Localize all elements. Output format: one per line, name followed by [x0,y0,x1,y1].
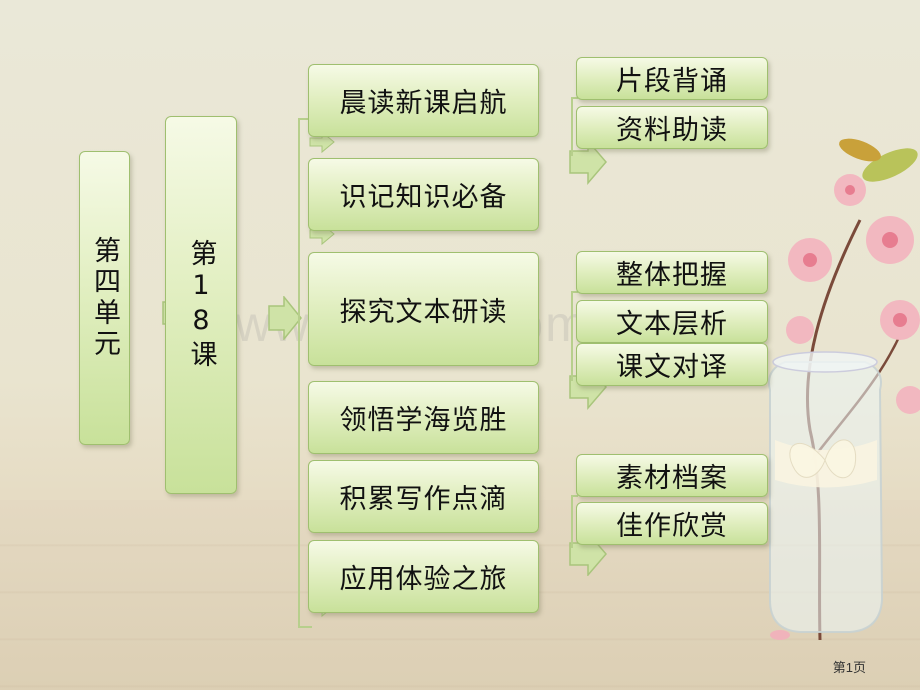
section-label-1: 晨读新课启航 [339,88,508,119]
sub-label-7: 佳作欣赏 [616,511,728,542]
flower-vase-decoration [768,138,920,641]
section-box-6: 应用体验之旅 [308,540,539,613]
sub-label-3: 整体把握 [616,260,728,291]
sub-label-1: 片段背诵 [616,66,728,97]
lesson-box: 第18课 [165,116,237,494]
sub-box-1: 片段背诵 [576,57,768,100]
section-box-2: 识记知识必备 [308,158,539,231]
section-label-2: 识记知识必备 [339,182,508,213]
sub-box-7: 佳作欣赏 [576,502,768,545]
page-number: 第1页 [832,660,866,675]
section-box-1: 晨读新课启航 [308,64,539,137]
arrow-lesson-to-sections [268,296,302,340]
sub-label-2: 资料助读 [616,115,728,146]
section-label-3: 探究文本研读 [339,296,508,328]
unit-box: 第四单元 [79,151,130,445]
sub-box-5: 课文对译 [576,343,768,386]
sub-box-6: 素材档案 [576,454,768,497]
section-box-5: 积累写作点滴 [308,460,539,533]
sub-label-5: 课文对译 [616,352,728,383]
sections-bracket [298,118,312,628]
section-box-3: 探究文本研读 [308,252,539,366]
sub-box-4: 文本层析 [576,300,768,343]
sub-label-6: 素材档案 [616,463,728,494]
unit-label: 第四单元 [89,236,120,360]
lesson-label: 第18课 [185,239,217,371]
section-label-5: 积累写作点滴 [339,484,508,515]
sub-box-2: 资料助读 [576,106,768,149]
sub-label-4: 文本层析 [616,309,728,340]
section-box-4: 领悟学海览胜 [308,381,539,454]
sub-box-3: 整体把握 [576,251,768,294]
section-label-4: 领悟学海览胜 [339,405,508,436]
section-label-6: 应用体验之旅 [339,564,508,595]
